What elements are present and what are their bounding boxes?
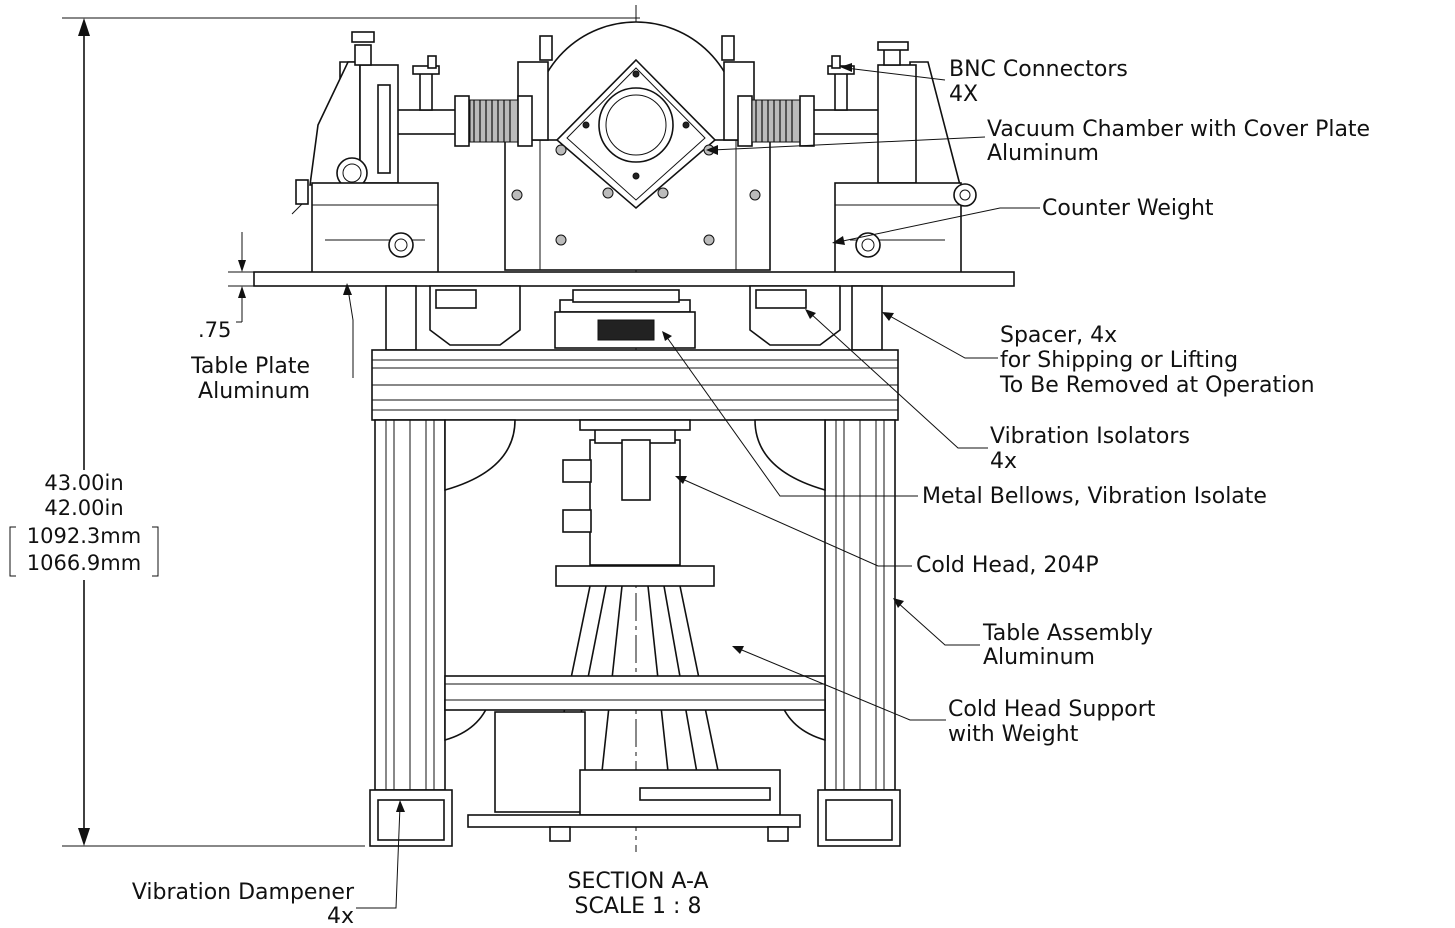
table-top-beam <box>371 349 899 421</box>
left-manipulator <box>291 31 439 274</box>
support-label-1: Cold Head Support <box>948 697 1156 722</box>
right-bellows-pipe <box>737 55 881 147</box>
support-label-2: with Weight <box>948 722 1079 747</box>
section-title: SECTION A-A <box>568 869 709 894</box>
metal-bellows-stage <box>554 289 696 349</box>
bnc-label-1: BNC Connectors <box>949 57 1128 82</box>
isolators-label-2: 4x <box>990 449 1017 474</box>
support-weight <box>467 711 801 842</box>
table-lower-beam <box>444 675 826 711</box>
cold-head-label: Cold Head, 204P <box>916 553 1099 578</box>
vacuum-label-1: Vacuum Chamber with Cover Plate <box>987 117 1370 142</box>
table-plate-label-1: Table Plate <box>190 354 310 379</box>
leader-lines <box>343 63 1040 909</box>
vibration-dampeners <box>369 789 901 847</box>
table-plate <box>253 271 1015 287</box>
spacer-label-2: for Shipping or Lifting <box>1000 348 1238 373</box>
vacuum-chamber <box>504 21 771 271</box>
table-assembly-label-2: Aluminum <box>983 645 1095 670</box>
plate-thickness-value: .75 <box>198 318 231 342</box>
vacuum-label-2: Aluminum <box>987 141 1099 166</box>
section-scale: SCALE 1 : 8 <box>575 894 702 919</box>
dampener-label-2: 4x <box>327 904 354 928</box>
table-assembly-label-1: Table Assembly <box>982 621 1153 646</box>
table-plate-label-2: Aluminum <box>198 379 310 404</box>
isolators-label-1: Vibration Isolators <box>990 424 1190 449</box>
callouts: BNC Connectors 4X Vacuum Chamber with Co… <box>132 57 1370 928</box>
dampener-label-1: Vibration Dampener <box>132 880 355 905</box>
bellows-label: Metal Bellows, Vibration Isolate <box>922 484 1267 509</box>
spacer-label-1: Spacer, 4x <box>1000 323 1117 348</box>
height-in-1: 43.00in <box>44 471 123 495</box>
height-mm-2: 1066.9mm <box>27 551 141 575</box>
cold-head <box>555 419 715 587</box>
height-mm-1: 1092.3mm <box>27 524 141 548</box>
spacer-label-3: To Be Removed at Operation <box>999 373 1315 398</box>
spacers <box>385 285 883 351</box>
table-legs <box>374 419 896 791</box>
left-bellows-pipe <box>389 55 533 147</box>
plate-thickness-dimension: .75 <box>198 232 254 342</box>
right-manipulator <box>834 41 977 274</box>
height-in-2: 42.00in <box>44 496 123 520</box>
bnc-label-2: 4X <box>949 82 978 107</box>
counter-weight-label: Counter Weight <box>1042 196 1214 221</box>
overall-height-dimension: 43.00in 42.00in 1092.3mm 1066.9mm <box>9 17 640 847</box>
vibration-isolators <box>429 285 841 346</box>
